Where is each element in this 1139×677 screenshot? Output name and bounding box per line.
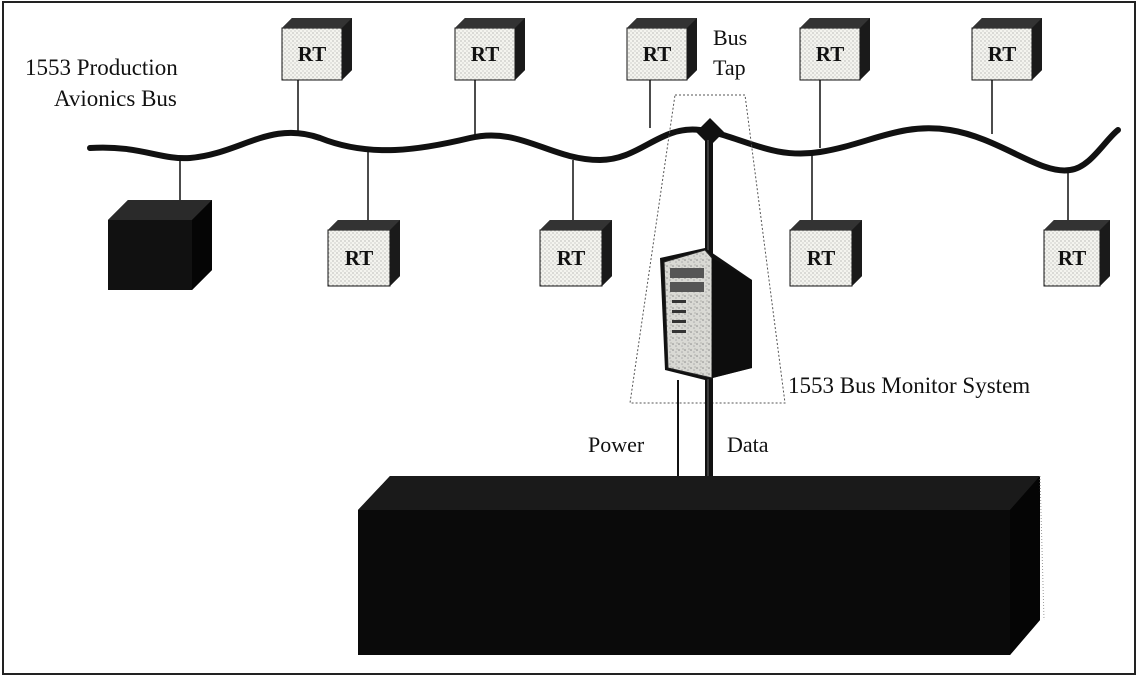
rt-label: RT	[557, 246, 585, 270]
rt-cube-top-4: RT	[799, 18, 870, 81]
rt-label: RT	[643, 42, 671, 66]
rt-label: RT	[807, 246, 835, 270]
data-label: Data	[727, 432, 769, 457]
monitor-system-label: 1553 Bus Monitor System	[788, 373, 1030, 398]
rt-cube-top-5: RT	[971, 18, 1042, 81]
host-system-box	[358, 475, 1045, 655]
rt-label: RT	[988, 42, 1016, 66]
rt-cube-bottom-1: RT	[327, 220, 400, 287]
bus-name-line1: 1553 Production	[25, 55, 178, 80]
rt-label: RT	[1058, 246, 1086, 270]
monitor-computer-tower	[660, 248, 752, 380]
rt-label: RT	[298, 42, 326, 66]
rt-label: RT	[471, 42, 499, 66]
rt-cube-top-1: RT	[281, 18, 352, 81]
rt-label: RT	[816, 42, 844, 66]
rt-cube-top-3: RT	[626, 18, 697, 81]
rt-label: RT	[345, 246, 373, 270]
bus-tap-diamond	[696, 118, 724, 146]
bus-tap-label-line2: Tap	[713, 55, 746, 80]
dark-cube-box	[108, 200, 212, 290]
rt-cube-bottom-2: RT	[539, 220, 612, 287]
rt-cube-bottom-3: RT	[789, 220, 862, 287]
monitor-system-outline	[629, 94, 786, 404]
avionics-bus-line	[87, 125, 1121, 174]
rt-cube-top-2: RT	[454, 18, 525, 81]
rt-cube-bottom-4: RT	[1043, 220, 1110, 287]
power-label: Power	[588, 432, 645, 457]
bus-tap-label-line1: Bus	[713, 25, 747, 50]
bus-name-line2: Avionics Bus	[54, 86, 177, 111]
